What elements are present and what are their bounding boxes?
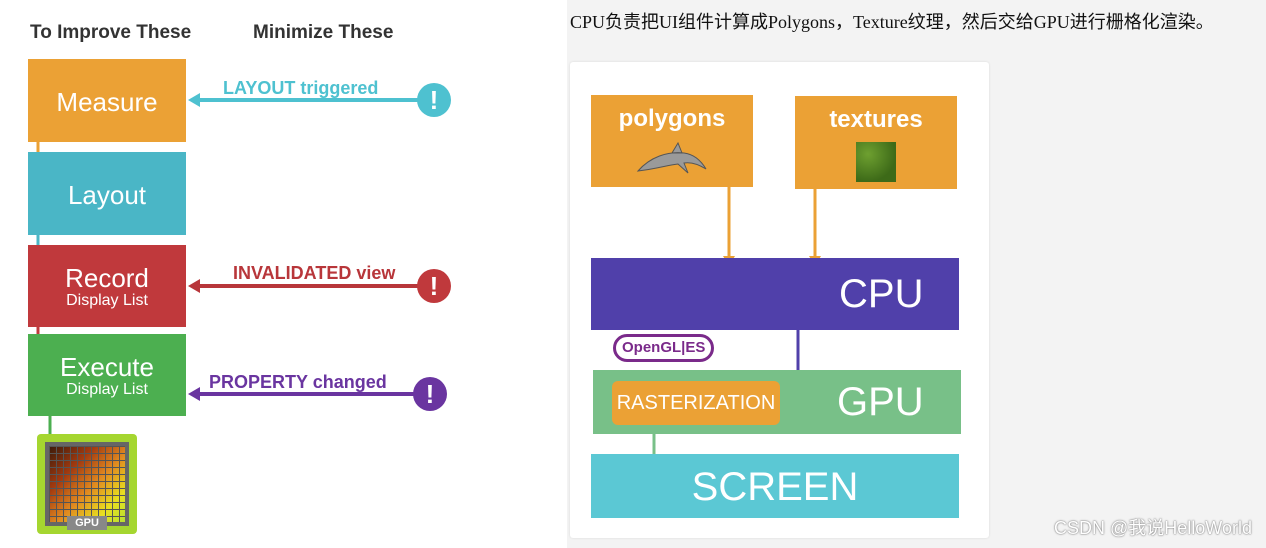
gpu-label: GPU [837, 380, 924, 424]
layout-stage: Layout [28, 152, 186, 235]
layout-trigger-arrowhead [188, 93, 200, 107]
minimize-heading: Minimize These [253, 22, 394, 43]
property-warning-icon: ! [413, 377, 447, 411]
record-stage: Record Display List [28, 245, 186, 327]
layout-warning-icon: ! [417, 83, 451, 117]
render-pipeline-panel: To Improve These Minimize These Measure … [0, 0, 560, 548]
cpu-label: CPU [839, 272, 924, 316]
gpu-chip-label: GPU [67, 516, 107, 530]
invalidated-view-label: INVALIDATED view [233, 263, 396, 283]
layout-label: Layout [67, 180, 147, 210]
rendering-diagram-card: polygons textures CPU OpenGL|ES GPU RAST… [570, 62, 989, 538]
execute-sublabel: Display List [66, 381, 148, 398]
execute-label: Execute [60, 352, 154, 382]
cpu-gpu-panel: CPU负责把UI组件计算成Polygons，Texture纹理，然后交给GPU进… [567, 0, 1266, 548]
property-trigger-arrowhead [188, 387, 200, 401]
watermark: CSDN @我说HelloWorld [1054, 518, 1252, 538]
layout-triggered-label: LAYOUT triggered [223, 78, 379, 98]
polygons-box: polygons [591, 95, 753, 187]
measure-label: Measure [56, 87, 158, 117]
texture-swatch-icon [856, 142, 896, 182]
caption-text: CPU负责把UI组件计算成Polygons，Texture纹理，然后交给GPU进… [570, 12, 1214, 32]
record-label: Record [65, 263, 149, 293]
execute-stage: Execute Display List [28, 334, 186, 416]
textures-box: textures [795, 96, 957, 189]
invalidated-warning-icon: ! [417, 269, 451, 303]
screen-label: SCREEN [691, 465, 859, 509]
rasterization-box: RASTERIZATION [612, 381, 780, 425]
opengl-es-logo: OpenGL|ES [613, 334, 715, 362]
property-changed-label: PROPERTY changed [209, 372, 387, 392]
measure-stage: Measure [28, 59, 186, 142]
polygons-label: polygons [618, 105, 726, 132]
cpu-block: CPU [591, 258, 959, 330]
gpu-chip-icon: GPU [37, 434, 137, 534]
screen-block: SCREEN [591, 454, 959, 518]
textures-label: textures [829, 106, 923, 133]
invalidated-trigger-arrowhead [188, 279, 200, 293]
improve-heading: To Improve These [30, 22, 192, 43]
record-sublabel: Display List [66, 292, 148, 309]
dolphin-icon [636, 141, 707, 174]
